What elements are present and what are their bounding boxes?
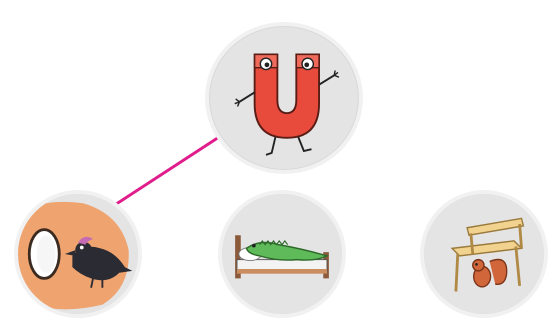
crow-and-mirror-icon — [18, 194, 138, 314]
squirrel-under-chair-icon — [424, 194, 544, 314]
choice-tile-squirrel[interactable] — [420, 190, 548, 318]
choice-tile-crow[interactable] — [14, 190, 142, 318]
crocodile-in-bed-icon — [222, 194, 342, 314]
prompt-tile-magnet[interactable] — [205, 22, 363, 174]
magnet-character-icon — [209, 26, 359, 170]
choice-tile-crocodile[interactable] — [218, 190, 346, 318]
